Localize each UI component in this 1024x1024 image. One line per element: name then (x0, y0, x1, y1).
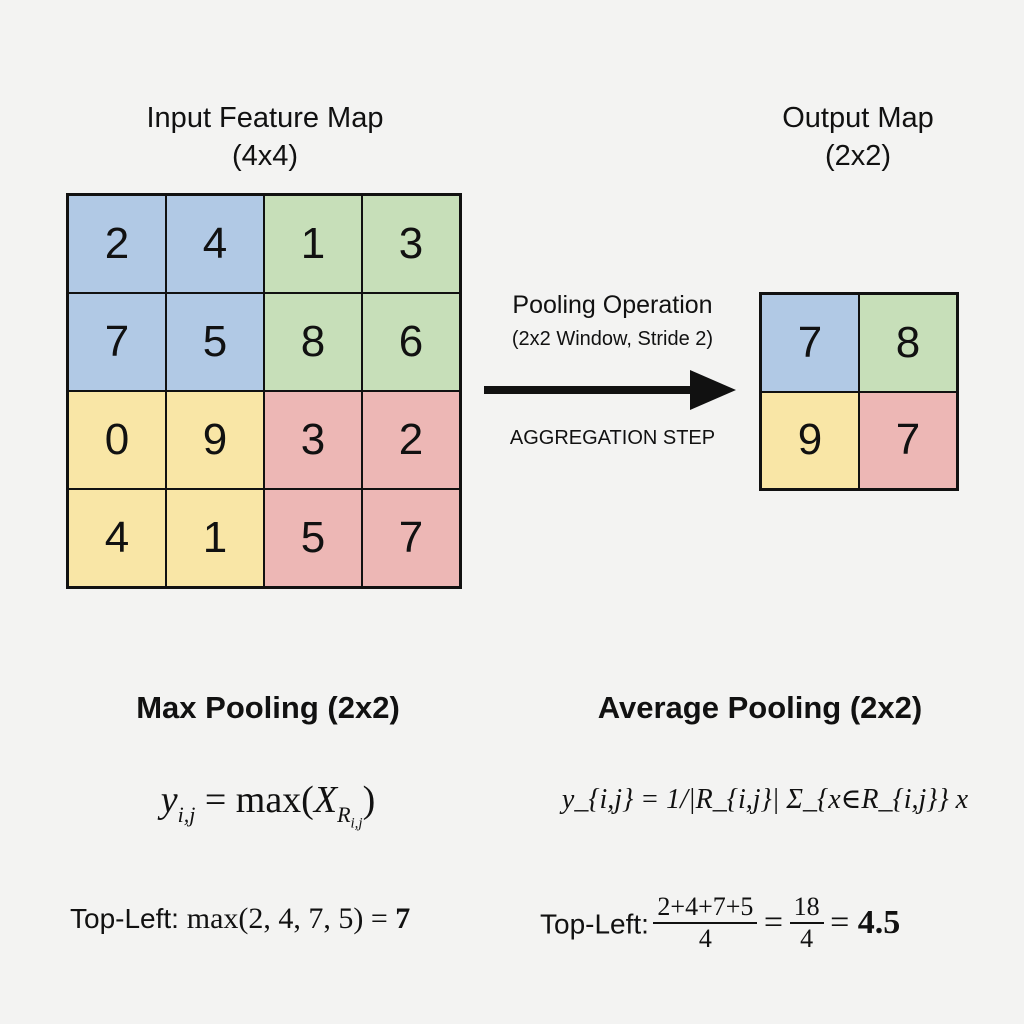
input-cell: 5 (264, 489, 362, 587)
output-cell: 7 (859, 391, 957, 489)
input-cell: 3 (362, 195, 460, 293)
input-cell: 7 (362, 489, 460, 587)
fraction-denominator: 4 (800, 924, 814, 953)
max-pooling-example: Top-Left: max(2, 4, 7, 5) = 7 (70, 902, 411, 935)
fraction-denominator: 4 (698, 924, 712, 953)
input-cell: 3 (264, 391, 362, 489)
max-pooling-heading: Max Pooling (2x2) (136, 690, 400, 725)
arrow-right-icon (484, 370, 736, 410)
output-cell: 8 (859, 294, 957, 392)
output-cell: 7 (761, 294, 859, 392)
fraction-numerator: 18 (789, 892, 824, 924)
input-cell: 7 (68, 293, 166, 391)
average-pooling-formula: y_{i,j} = 1/|R_{i,j}| Σ_{x∈R_{i,j}} x (561, 784, 969, 815)
output-size: (2x2) (824, 140, 892, 172)
input-title: Input Feature Map (4x4) (65, 99, 465, 175)
fraction-numerator: 2+4+7+5 (653, 892, 758, 924)
input-cell: 1 (264, 195, 362, 293)
average-result: 4.5 (857, 904, 901, 941)
input-cell: 5 (166, 293, 264, 391)
output-title: Output Map (2x2) (758, 99, 958, 175)
example-label: Top-Left: (540, 908, 649, 940)
average-pooling-heading: Average Pooling (2x2) (597, 690, 923, 725)
input-title-text: Input Feature Map (146, 102, 384, 134)
aggregation-step-label: AGGREGATION STEP (509, 427, 716, 449)
max-pooling-formula: yi,j = max(XRi,j) (160, 779, 376, 832)
input-cell: 1 (166, 489, 264, 587)
input-size: (4x4) (231, 140, 299, 172)
output-title-text: Output Map (782, 102, 934, 134)
input-cell: 6 (362, 293, 460, 391)
input-cell: 9 (166, 391, 264, 489)
output-cell: 9 (761, 391, 859, 489)
input-cell: 2 (362, 391, 460, 489)
input-cell: 4 (166, 195, 264, 293)
input-cell: 0 (68, 391, 166, 489)
input-cell: 8 (264, 293, 362, 391)
operation-subtitle: (2x2 Window, Stride 2) (511, 328, 714, 350)
input-cell: 4 (68, 489, 166, 587)
input-cell: 2 (68, 195, 166, 293)
example-label: Top-Left: (70, 903, 179, 934)
operation-title: Pooling Operation (512, 291, 713, 319)
